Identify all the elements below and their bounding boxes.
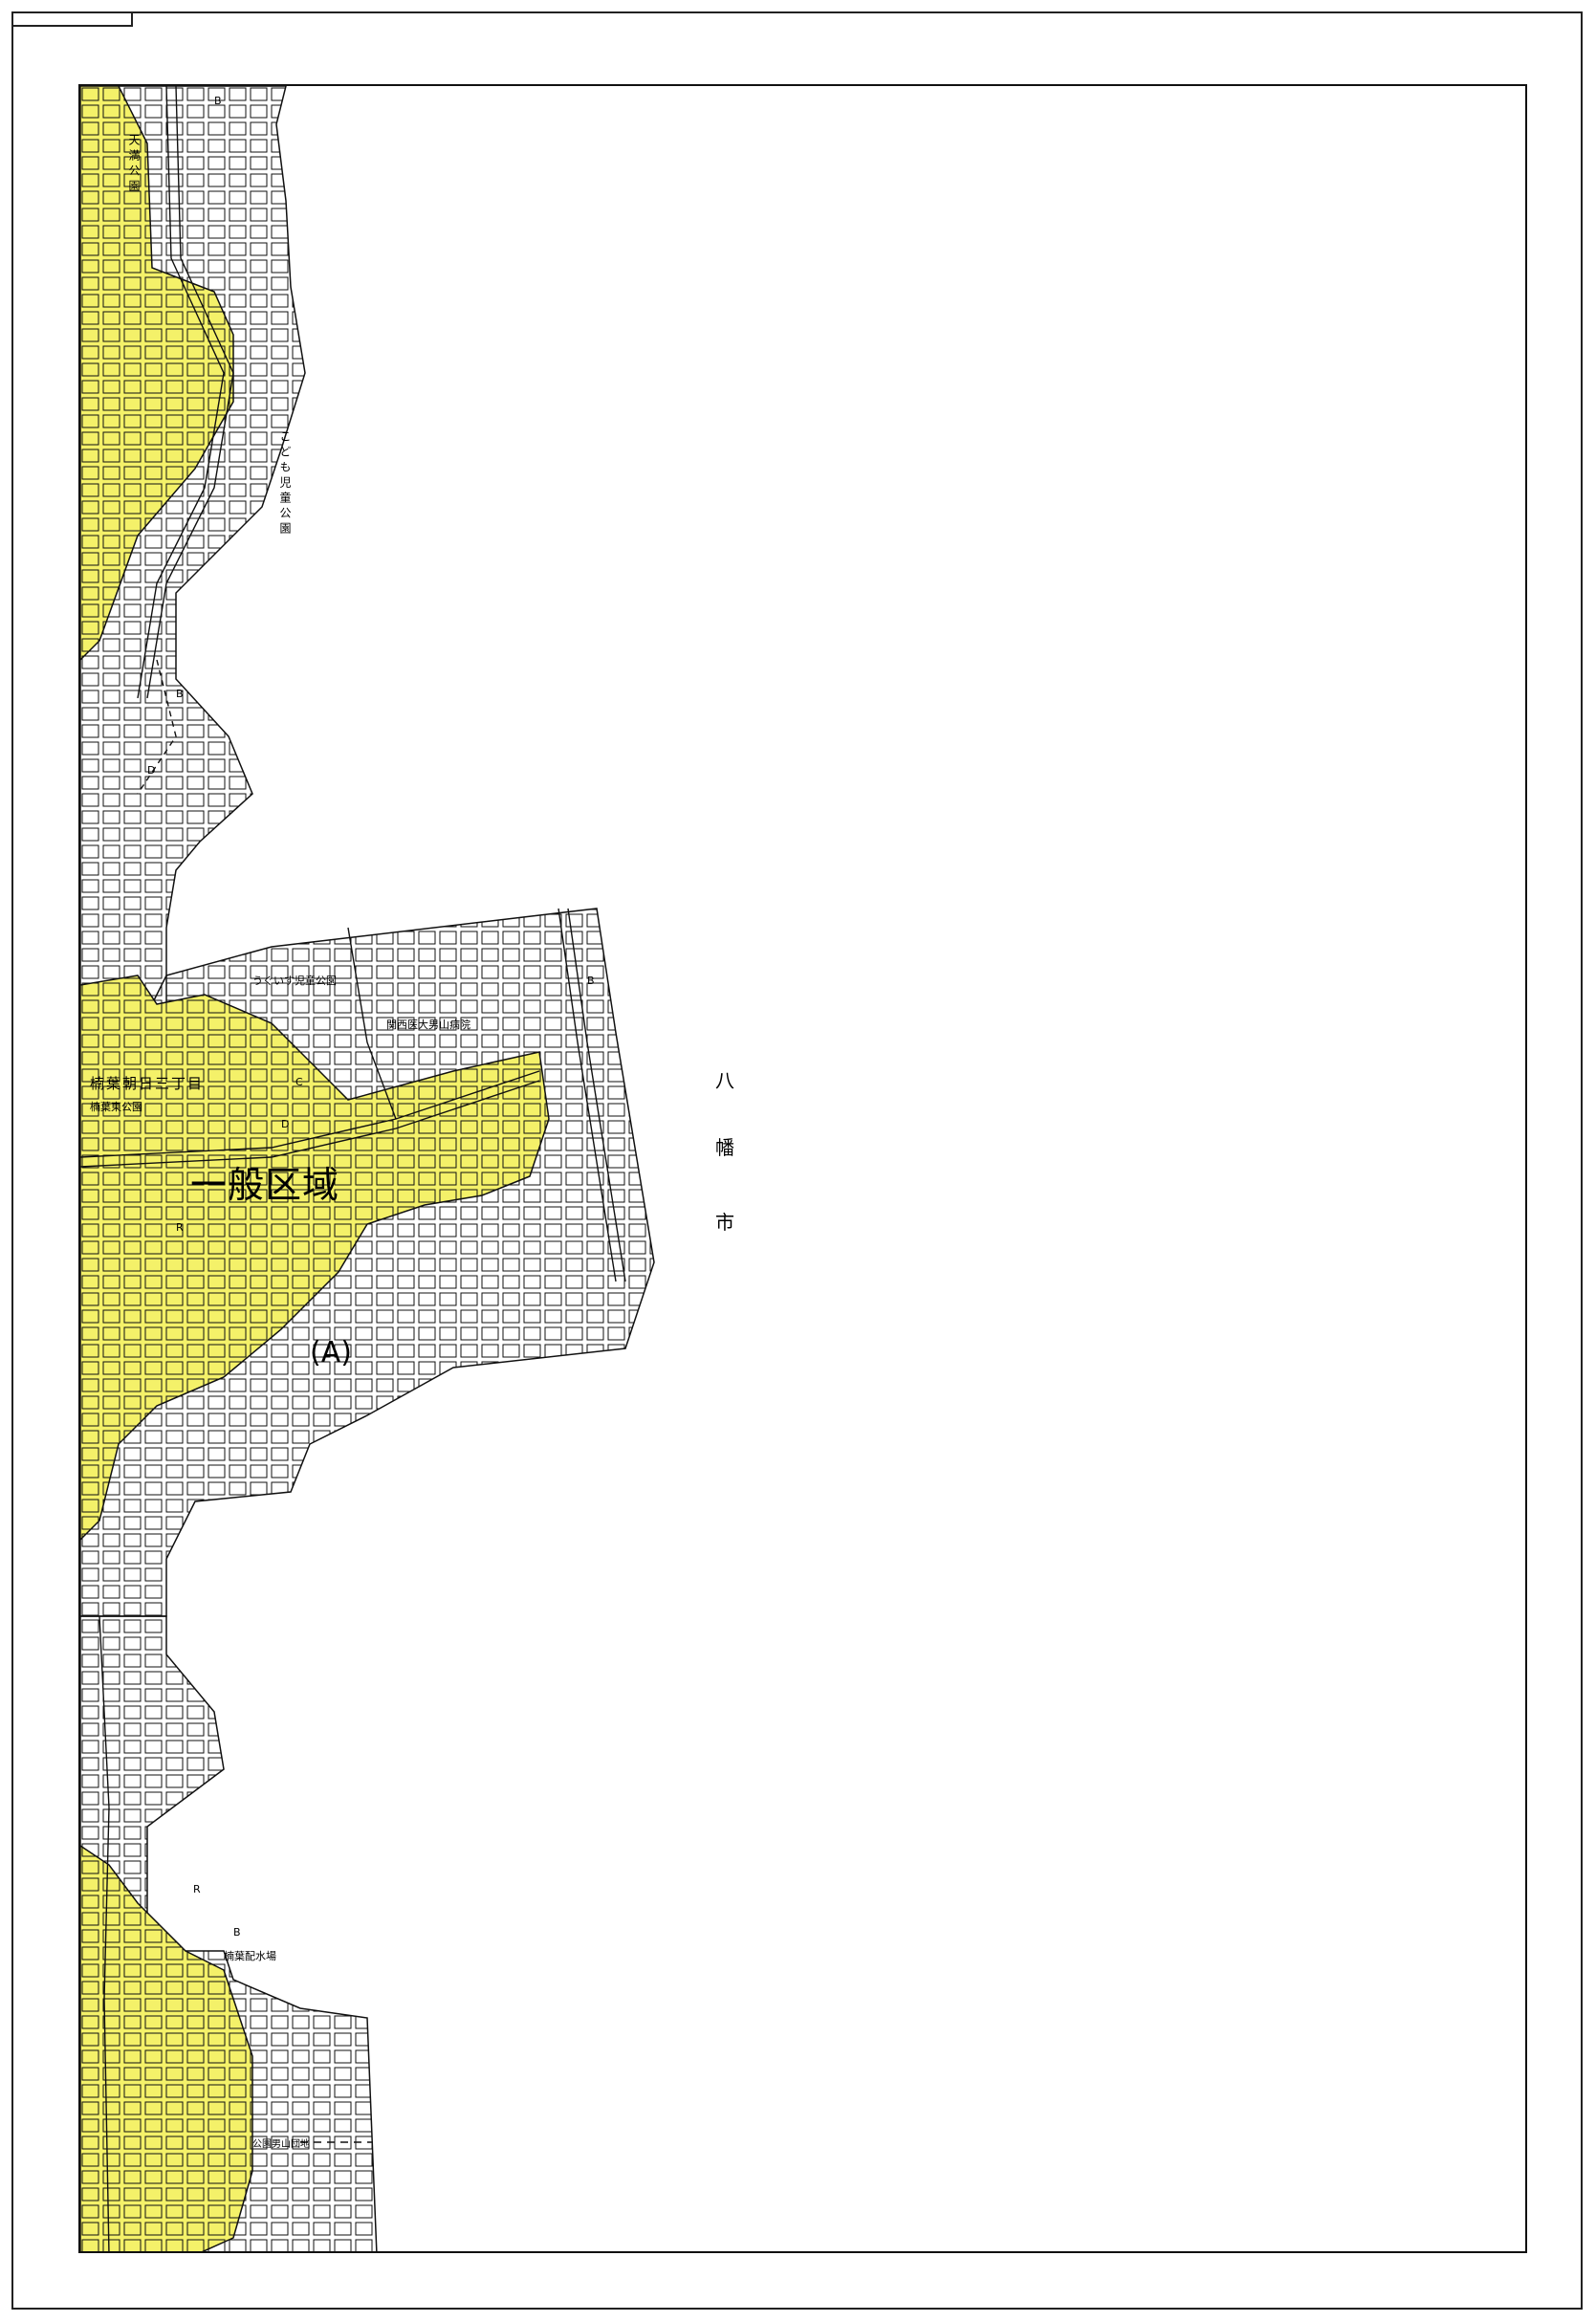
legend-letter-d-2: D (281, 1118, 290, 1130)
otokoyama-park-label: 公園男山団地 (252, 2139, 310, 2150)
children-park-label: こども児童公園 (278, 430, 292, 537)
map-svg (80, 86, 655, 2251)
water-station-label: 楠葉配水場 (224, 1950, 276, 1962)
kuzuha-higashi-park-label: 楠葉東公園 (90, 1101, 142, 1113)
tenmangu-park-label: 天満公園 (127, 134, 141, 195)
city-name-char-1: 八 (715, 1069, 734, 1092)
legend-letter-b-3: B (587, 975, 595, 987)
zone-area-north (80, 86, 234, 662)
uguisu-park-label: うぐいす児童公園 (252, 975, 337, 987)
city-name-char-3: 市 (715, 1211, 734, 1234)
zone-area-south (80, 1845, 253, 2251)
kuzuha-asahi-label: 楠葉朝日三丁目 (90, 1075, 205, 1092)
legend-letter-b-2: B (176, 688, 184, 700)
hospital-label: 関西医大男山病院 (386, 1019, 470, 1031)
legend-letter-r-2: R (193, 1883, 201, 1895)
map-frame: 一般区域 (A) 八 幡 市 天満公園 こども児童公園 うぐいす児童公園 関西医… (78, 84, 1527, 2253)
zone-label: 一般区域 (190, 1164, 340, 1206)
legend-letter-r: R (176, 1221, 184, 1234)
legend-letter-b-4: B (233, 1926, 241, 1939)
city-name-char-2: 幡 (715, 1136, 734, 1159)
sheet-frame (11, 11, 1583, 2310)
legend-letter-d: D (147, 764, 156, 777)
legend-letter-b: B (214, 95, 222, 107)
zone-code-label: (A) (310, 1336, 352, 1369)
legend-letter-c: C (295, 1076, 303, 1088)
roads (80, 86, 626, 2251)
sheet-corner-tab (13, 13, 133, 27)
